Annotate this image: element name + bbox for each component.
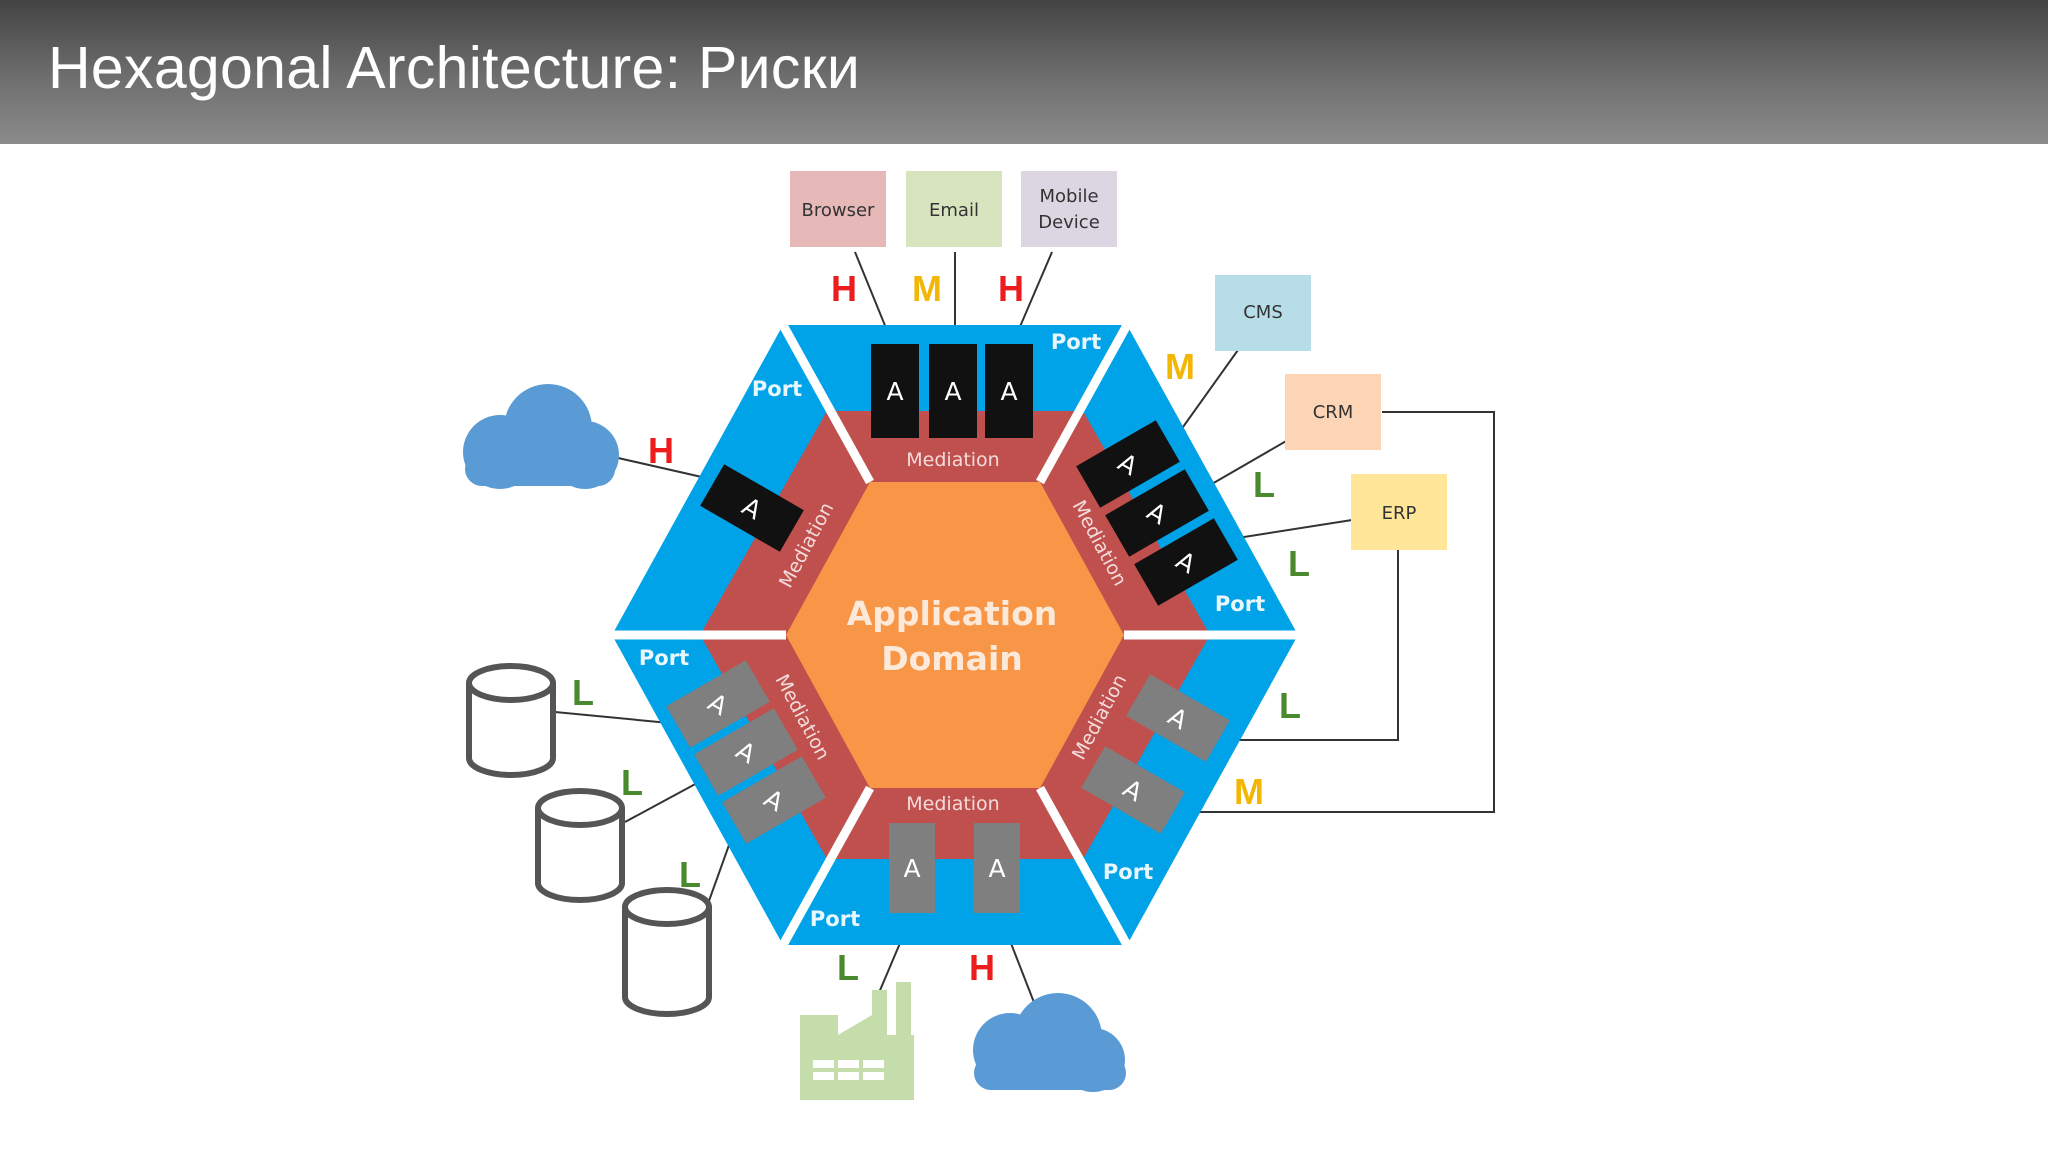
cloud-bottom-icon [973,993,1126,1092]
adapter-lower-left-2: A [694,708,798,796]
adapter-lower-left-1: A [666,660,770,748]
adapter-top-2: A [929,344,977,438]
adapter-lower-right-1: A [1126,674,1230,762]
database-icon-1 [466,663,556,778]
risk-crm-adapter: M [1234,771,1264,812]
adapter-upper-right-2: A [1105,469,1209,557]
risk-cloud-bottom: H [969,947,995,988]
svg-text:A: A [944,377,961,406]
email-box: Email [906,171,1002,247]
svg-text:CRM: CRM [1313,402,1354,423]
port-label-top-right: Port [1051,330,1101,354]
port-label-left: Port [639,646,689,670]
risk-database-3: L [679,854,701,895]
port-label-top-left: Port [752,377,802,401]
risk-mobile: H [998,268,1024,309]
database-icon-2 [535,788,625,903]
port-label-bottom-right: Port [1103,860,1153,884]
svg-text:A: A [988,854,1005,883]
risk-erp-adapter: L [1279,685,1301,726]
svg-text:A: A [1000,377,1017,406]
database-icon-3 [622,887,712,1017]
mobile-device-box: Mobile Device [1021,171,1117,247]
crm-box: CRM [1285,374,1381,450]
slide-header: Hexagonal Architecture: Риски [0,0,2048,144]
hexagon-dividers [612,322,1298,948]
connector-lines [554,251,1495,1006]
svg-text:A: A [903,854,920,883]
svg-text:CMS: CMS [1243,302,1283,323]
adapter-top-3: A [985,344,1033,438]
adapter-top-1: A [871,344,919,438]
adapter-lower-left-3: A [722,756,826,844]
port-label-right: Port [1215,592,1265,616]
browser-box: Browser [790,171,886,247]
risk-erp: L [1288,543,1310,584]
svg-text:Browser: Browser [802,200,876,221]
risk-database-1: L [572,672,594,713]
risk-crm: L [1253,464,1275,505]
adapter-upper-right-1: A [1076,420,1180,508]
adapter-upper-left: A [700,464,804,552]
risk-database-2: L [621,762,643,803]
erp-box: ERP [1351,474,1447,550]
mediation-label-bottom: Mediation [906,793,999,815]
domain-label-line2: Domain [881,639,1023,678]
cloud-left-icon [463,384,619,489]
svg-text:Email: Email [929,200,979,221]
adapter-bottom-1: A [889,823,935,913]
cms-box: CMS [1215,275,1311,351]
adapter-bottom-2: A [974,823,1020,913]
risk-factory: L [837,947,859,988]
svg-text:Mobile: Mobile [1039,186,1098,207]
svg-text:A: A [886,377,903,406]
risk-cms: M [1165,346,1195,387]
risk-email: M [912,268,942,309]
domain-label-line1: Application [847,594,1058,633]
adapter-lower-right-2: A [1081,746,1185,834]
application-domain-hexagon [786,482,1124,788]
risk-cloud-left: H [648,430,674,471]
slide-title: Hexagonal Architecture: Риски [48,35,861,101]
port-label-bottom-left: Port [810,907,860,931]
svg-text:Device: Device [1038,212,1100,233]
mediation-label-top: Mediation [906,449,999,471]
factory-icon [800,982,914,1100]
svg-text:ERP: ERP [1382,503,1417,524]
adapter-upper-right-3: A [1134,518,1238,606]
risk-browser: H [831,268,857,309]
